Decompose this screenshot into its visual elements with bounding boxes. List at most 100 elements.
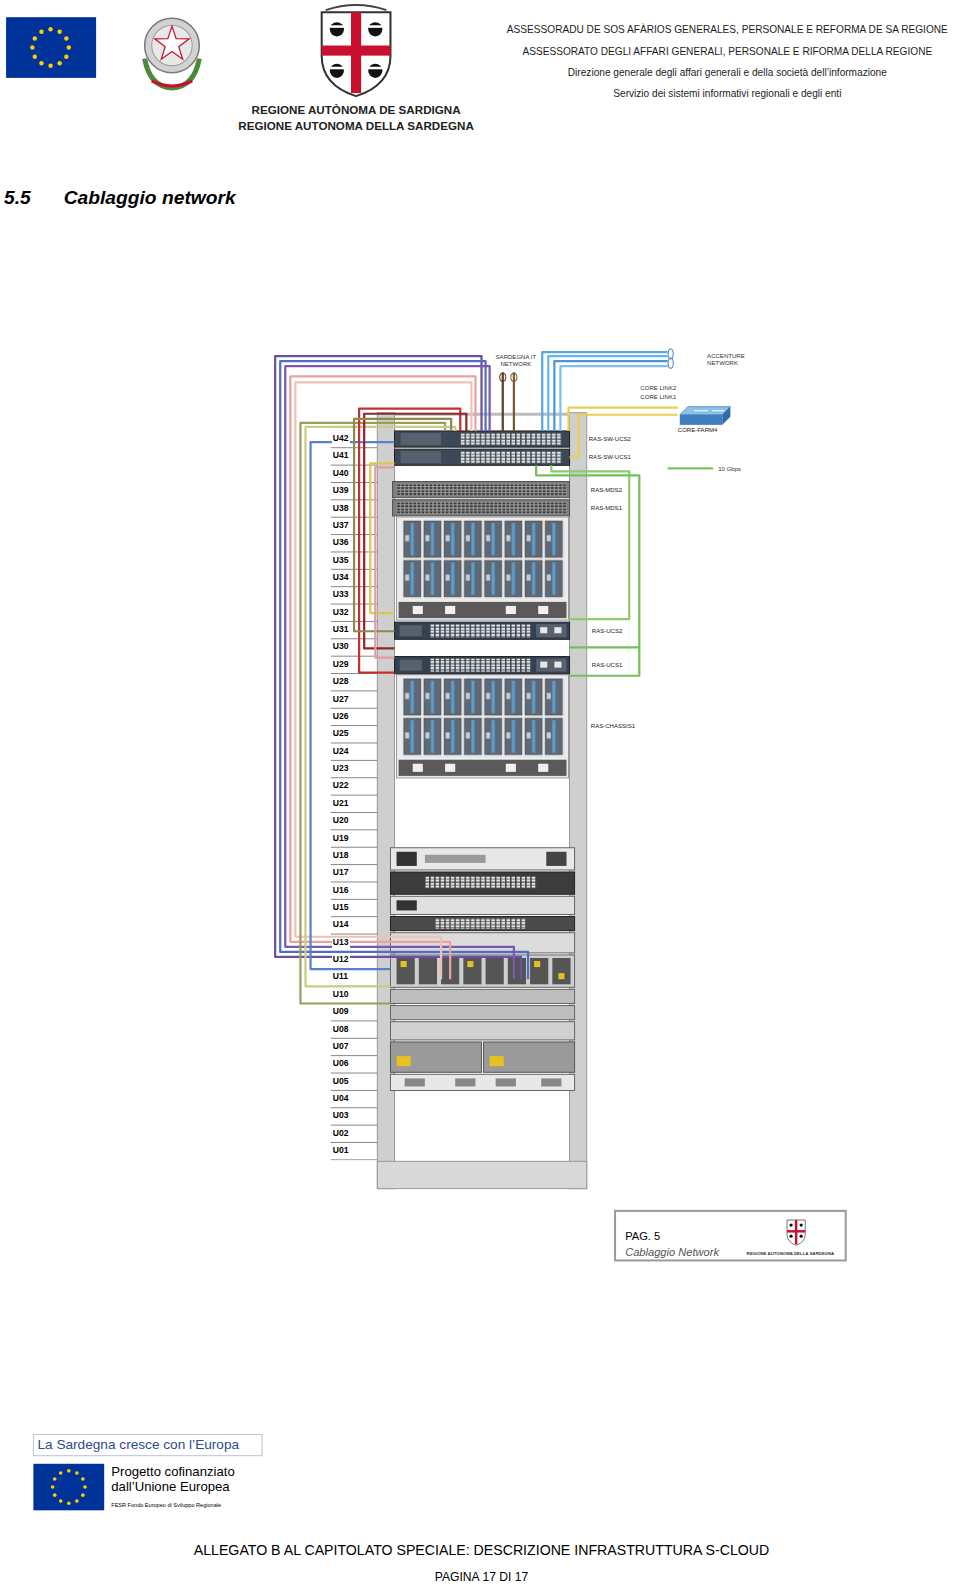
section-number: 5.5 bbox=[4, 187, 31, 209]
storage-unit bbox=[530, 958, 548, 984]
footer-fund: FESR Fondo Europeo di Sviluppo Regionale bbox=[111, 1502, 221, 1508]
storage-unit bbox=[397, 958, 415, 984]
network-cable bbox=[570, 646, 640, 648]
san-switch: RAS-MDS2 bbox=[393, 482, 570, 498]
sardinia-emblem bbox=[330, 64, 344, 78]
network-cable bbox=[359, 409, 460, 673]
caption-text: Cablaggio Network bbox=[625, 1246, 719, 1259]
blade-chassis bbox=[538, 606, 548, 614]
cable-loop bbox=[668, 358, 673, 368]
storage-unit bbox=[390, 896, 574, 914]
link-label: CORE LINK1 bbox=[639, 393, 677, 400]
storage-unit bbox=[541, 1078, 561, 1086]
sardinia-emblem bbox=[330, 25, 344, 28]
footer-logo bbox=[75, 1499, 79, 1503]
footer-slogan: La Sardegna cresce con l’Europa bbox=[37, 1437, 239, 1453]
sardinia-emblem bbox=[368, 64, 382, 78]
eu-flag bbox=[48, 27, 52, 31]
device-label: RAS-MDS1 bbox=[591, 504, 622, 511]
storage-unit bbox=[405, 1078, 425, 1086]
rack-unit: U17 bbox=[332, 868, 350, 878]
core-switch: CORE-FARM4 bbox=[678, 403, 731, 425]
eu-flag bbox=[6, 17, 96, 78]
rack-unit: U08 bbox=[332, 1025, 350, 1035]
rack-unit: U35 bbox=[332, 556, 350, 566]
fabric-interconnect: RAS-UCS1 bbox=[395, 657, 570, 674]
rack-unit: U19 bbox=[332, 834, 350, 844]
network-cable bbox=[275, 356, 521, 979]
switch-icon bbox=[680, 407, 731, 425]
sardinia-emblem bbox=[322, 12, 391, 96]
device-label: RAS-SW-UCS1 bbox=[589, 454, 631, 461]
rack-unit: U03 bbox=[332, 1111, 350, 1121]
network-cable bbox=[275, 352, 668, 1003]
storage-unit bbox=[455, 1078, 475, 1086]
storage-unit bbox=[397, 852, 417, 866]
fabric-interconnect bbox=[400, 625, 422, 636]
header-text: ASSESSORADU DE SOS AFÀRIOS GENERALES, PE… bbox=[507, 25, 948, 37]
device-label: RAS-MDS2 bbox=[591, 486, 622, 493]
storage-unit bbox=[390, 1006, 574, 1020]
eu-flag bbox=[33, 36, 37, 40]
caption-box bbox=[800, 1235, 803, 1238]
san-switch bbox=[393, 500, 570, 516]
storage-unit bbox=[484, 1042, 575, 1072]
rack-unit: U36 bbox=[332, 538, 350, 548]
page-number: PAGINA 17 DI 17 bbox=[435, 1571, 528, 1585]
rack-unit: U07 bbox=[332, 1042, 350, 1052]
blade-chassis bbox=[413, 606, 423, 614]
eu-flag bbox=[30, 45, 34, 49]
rack-unit: U15 bbox=[332, 903, 350, 913]
eu-flag bbox=[39, 30, 43, 34]
footer-logo bbox=[51, 1485, 55, 1489]
cable-loop bbox=[500, 373, 506, 381]
rack-unit: U37 bbox=[332, 521, 350, 531]
network-cable bbox=[354, 419, 451, 631]
fabric-interconnect bbox=[554, 627, 561, 633]
storage-unit bbox=[490, 1056, 504, 1066]
device-label: CORE-FARM4 bbox=[678, 427, 718, 434]
caption-box bbox=[615, 1211, 846, 1261]
device-label: RAS-UCS1 bbox=[592, 662, 623, 669]
network-cable bbox=[285, 366, 514, 979]
san-switch bbox=[397, 502, 567, 514]
fabric-interconnect bbox=[554, 662, 561, 668]
fabric-interconnect bbox=[540, 627, 547, 633]
blade-chassis bbox=[506, 606, 516, 614]
footer-logo bbox=[75, 1471, 79, 1475]
rack-unit: U16 bbox=[332, 886, 350, 896]
footer-logo bbox=[33, 1434, 262, 1455]
network-cable bbox=[311, 442, 395, 969]
fabric-interconnect bbox=[430, 624, 531, 637]
italy-emblem bbox=[152, 81, 192, 86]
san-switch bbox=[397, 484, 567, 496]
rack-frame bbox=[377, 1161, 586, 1188]
section-title: Cablaggio network bbox=[64, 187, 236, 209]
rack-unit: U06 bbox=[332, 1059, 350, 1069]
rack-unit: U24 bbox=[332, 747, 350, 757]
network-cable bbox=[295, 382, 471, 979]
footer-logo bbox=[59, 1499, 63, 1503]
network-switch: RAS-SW-UCS2 bbox=[395, 431, 570, 447]
sardinia-emblem bbox=[330, 22, 344, 36]
storage-unit bbox=[463, 958, 481, 984]
rack-unit: U33 bbox=[332, 590, 350, 600]
rack-unit: U04 bbox=[332, 1094, 350, 1104]
network-cable bbox=[370, 463, 394, 613]
caption-box bbox=[789, 1223, 792, 1226]
rack-unit: U29 bbox=[332, 660, 350, 670]
italy-emblem bbox=[145, 18, 200, 88]
footer-project: Progetto cofinanziato dall’Unione Europe… bbox=[111, 1464, 263, 1494]
link-label: CORE LINK2 bbox=[639, 385, 677, 392]
eu-flag bbox=[57, 30, 61, 34]
storage-unit bbox=[390, 955, 574, 987]
rack-unit: U25 bbox=[332, 729, 350, 739]
network-cable bbox=[300, 423, 445, 1004]
italy-emblem bbox=[145, 18, 200, 73]
rack-unit: U12 bbox=[332, 955, 350, 965]
network-switch bbox=[395, 431, 570, 447]
blade-chassis bbox=[403, 520, 484, 599]
sardinia-emblem bbox=[326, 5, 387, 10]
storage-unit bbox=[558, 973, 564, 979]
